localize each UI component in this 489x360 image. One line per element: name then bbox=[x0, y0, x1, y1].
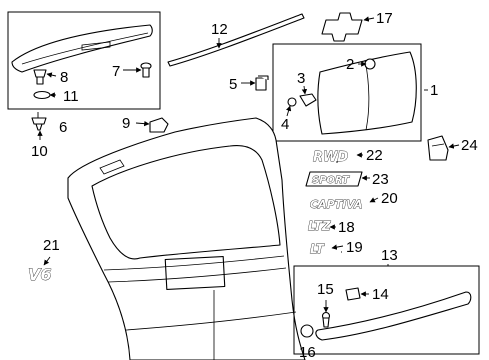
callout-15: 15 bbox=[317, 281, 334, 298]
push-pin-retainer bbox=[31, 117, 47, 131]
callout-2: 2 bbox=[346, 56, 354, 73]
leader-lines bbox=[37, 16, 460, 313]
callout-5: 5 bbox=[229, 76, 237, 93]
emblem-v6: V6 bbox=[28, 265, 52, 285]
molding-retainer bbox=[300, 324, 314, 338]
bowtie-emblem bbox=[321, 12, 363, 42]
callout-16: 16 bbox=[299, 344, 316, 360]
applique-box bbox=[272, 43, 422, 142]
applique-bolt bbox=[299, 93, 317, 107]
emblem-rwd-text: RWD bbox=[313, 150, 348, 165]
callout-24: 24 bbox=[461, 137, 478, 154]
callout-19: 19 bbox=[346, 239, 363, 256]
lower-molding-box bbox=[293, 265, 480, 355]
spoiler-seal bbox=[33, 90, 51, 100]
callout-numbers: 1 2 3 4 5 6 7 8 9 10 11 12 13 14 15 16 1… bbox=[31, 10, 478, 360]
emblem-lt-text: LT bbox=[310, 242, 325, 256]
emblem-ltz: LTZ bbox=[308, 219, 332, 234]
emblem-ltz-text: LTZ bbox=[308, 219, 331, 233]
callout-13: 13 bbox=[381, 247, 398, 264]
callout-6: 6 bbox=[59, 119, 67, 136]
callout-4: 4 bbox=[281, 116, 289, 133]
liftgate-lower-molding bbox=[315, 291, 472, 341]
callout-20: 20 bbox=[381, 190, 398, 207]
grommet bbox=[255, 75, 269, 91]
callout-1: 1 bbox=[430, 82, 438, 99]
callout-3: 3 bbox=[297, 70, 305, 87]
molding-clip bbox=[345, 287, 361, 301]
emblem-captiva: CAPTIVA bbox=[310, 198, 363, 212]
callout-9: 9 bbox=[122, 115, 130, 132]
rear-camera bbox=[427, 135, 449, 161]
emblem-captiva-text: CAPTIVA bbox=[310, 198, 363, 211]
callout-18: 18 bbox=[338, 219, 355, 236]
liftgate-panel bbox=[67, 117, 306, 360]
callout-8: 8 bbox=[60, 69, 68, 86]
liftgate-applique bbox=[317, 51, 417, 135]
roof-molding-strip bbox=[167, 13, 305, 67]
molding-screw bbox=[321, 311, 331, 328]
spoiler-screw bbox=[140, 62, 152, 78]
emblem-sport-text: SPORT bbox=[312, 175, 350, 186]
applique-washer bbox=[287, 97, 297, 107]
emblem-sport: SPORT bbox=[305, 171, 363, 187]
spoiler-clip bbox=[33, 69, 47, 85]
callout-14: 14 bbox=[372, 286, 389, 303]
emblem-rwd: RWD bbox=[313, 150, 349, 166]
callout-10: 10 bbox=[31, 143, 48, 160]
callout-23: 23 bbox=[372, 171, 389, 188]
applique-nut bbox=[364, 58, 376, 70]
spoiler-kit-box bbox=[7, 11, 161, 110]
liftgate-glass bbox=[91, 144, 281, 260]
callout-17: 17 bbox=[376, 10, 393, 27]
emblem-v6-text: V6 bbox=[28, 265, 52, 284]
callout-21: 21 bbox=[43, 237, 60, 254]
callout-22: 22 bbox=[366, 147, 383, 164]
bumper-stop bbox=[149, 117, 169, 133]
callout-12: 12 bbox=[211, 21, 228, 38]
callout-11: 11 bbox=[63, 88, 79, 105]
emblem-lt: LT bbox=[310, 242, 325, 257]
callout-7: 7 bbox=[112, 63, 120, 80]
